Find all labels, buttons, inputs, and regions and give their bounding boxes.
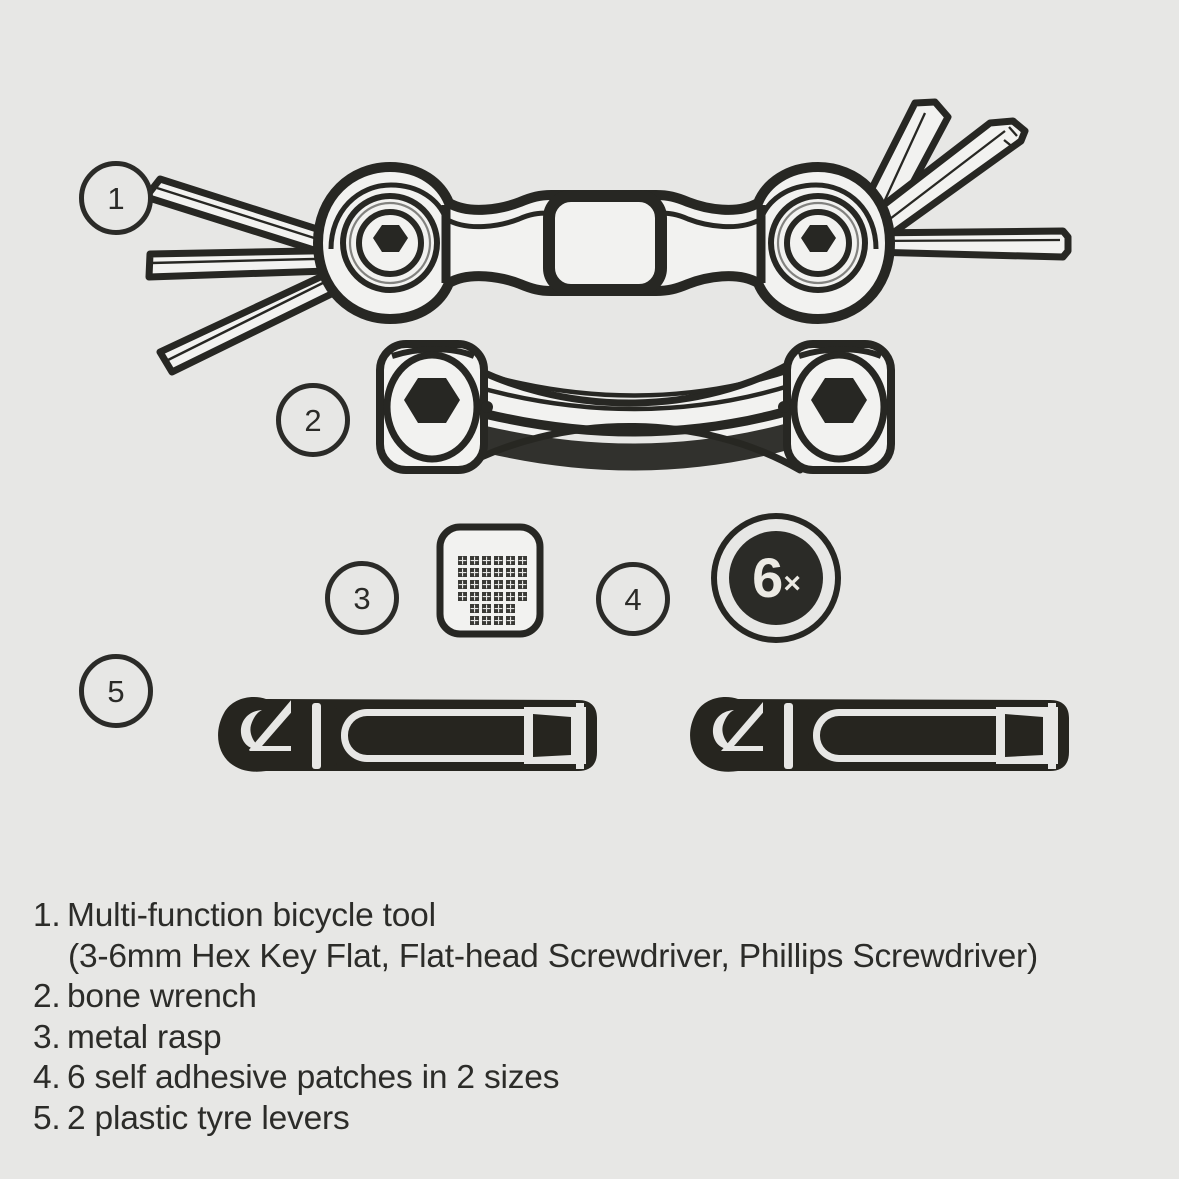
legend-item-4-number: 4. bbox=[33, 1059, 61, 1096]
bone-wrench-left-head bbox=[376, 340, 488, 474]
callout-badge-5-label: 5 bbox=[107, 673, 125, 709]
callout-badge-3-label: 3 bbox=[353, 580, 371, 616]
legend-item-2-number: 2. bbox=[33, 978, 61, 1015]
legend-item-1-body: Multi-function bicycle tool (3-6mm Hex K… bbox=[67, 896, 1163, 977]
patch-count-badge: 6 × bbox=[714, 516, 838, 640]
centre-hinge-block bbox=[543, 190, 667, 296]
legend-item-4-text: 6 self adhesive patches in 2 sizes bbox=[67, 1059, 560, 1096]
legend-item-3-text: metal rasp bbox=[67, 1018, 222, 1056]
callout-badge-4-label: 4 bbox=[624, 581, 642, 617]
bone-wrench-right-head bbox=[783, 340, 895, 474]
legend-item-3: 3. metal rasp bbox=[33, 1018, 1163, 1059]
legend-item-2: 2. bone wrench bbox=[33, 977, 1163, 1018]
long-hex-shaft bbox=[862, 227, 1072, 261]
legend-item-2-text: bone wrench bbox=[67, 978, 257, 1015]
multitool-illustration bbox=[142, 98, 1072, 376]
legend-item-5-number: 5. bbox=[33, 1099, 61, 1137]
legend-item-3-number: 3. bbox=[33, 1018, 61, 1056]
tyre-lever-right bbox=[690, 696, 1069, 772]
blade-highlights bbox=[877, 112, 1018, 223]
legend-item-1-text: Multi-function bicycle tool bbox=[67, 897, 436, 934]
tyre-levers-illustration bbox=[218, 696, 1069, 772]
callout-badge-4: 4 bbox=[596, 562, 670, 636]
patch-puck-core bbox=[729, 531, 823, 625]
metal-rasp-illustration bbox=[436, 523, 544, 638]
callout-badge-2-label: 2 bbox=[304, 402, 322, 438]
right-pivot bbox=[768, 193, 868, 293]
legend-item-1: 1. Multi-function bicycle tool (3-6mm He… bbox=[33, 896, 1163, 977]
legend-item-1-subtext: (3-6mm Hex Key Flat, Flat-head Screwdriv… bbox=[68, 937, 1038, 975]
patch-count-number: 6 bbox=[752, 546, 783, 609]
left-pivot bbox=[340, 193, 440, 293]
multitool-body bbox=[313, 162, 895, 324]
legend-item-1-number: 1. bbox=[33, 897, 61, 934]
callout-badge-5: 5 bbox=[79, 654, 153, 728]
callout-badge-1-label: 1 bbox=[107, 180, 125, 216]
legend-item-5-text: 2 plastic tyre levers bbox=[67, 1099, 350, 1137]
callout-badge-3: 3 bbox=[325, 561, 399, 635]
legend-item-4: 4. 6 self adhesive patches in 2 sizes bbox=[33, 1058, 1163, 1099]
patch-count-multiplier: × bbox=[783, 567, 801, 600]
callout-badge-1: 1 bbox=[79, 161, 153, 235]
legend-item-5: 5. 2 plastic tyre levers bbox=[33, 1099, 1163, 1140]
patch-puck-illustration bbox=[711, 513, 841, 643]
tyre-lever-left bbox=[218, 696, 597, 772]
legend-list: 1. Multi-function bicycle tool (3-6mm He… bbox=[33, 896, 1163, 1139]
callout-badge-2: 2 bbox=[276, 383, 350, 457]
bone-wrench-illustration bbox=[376, 340, 895, 474]
